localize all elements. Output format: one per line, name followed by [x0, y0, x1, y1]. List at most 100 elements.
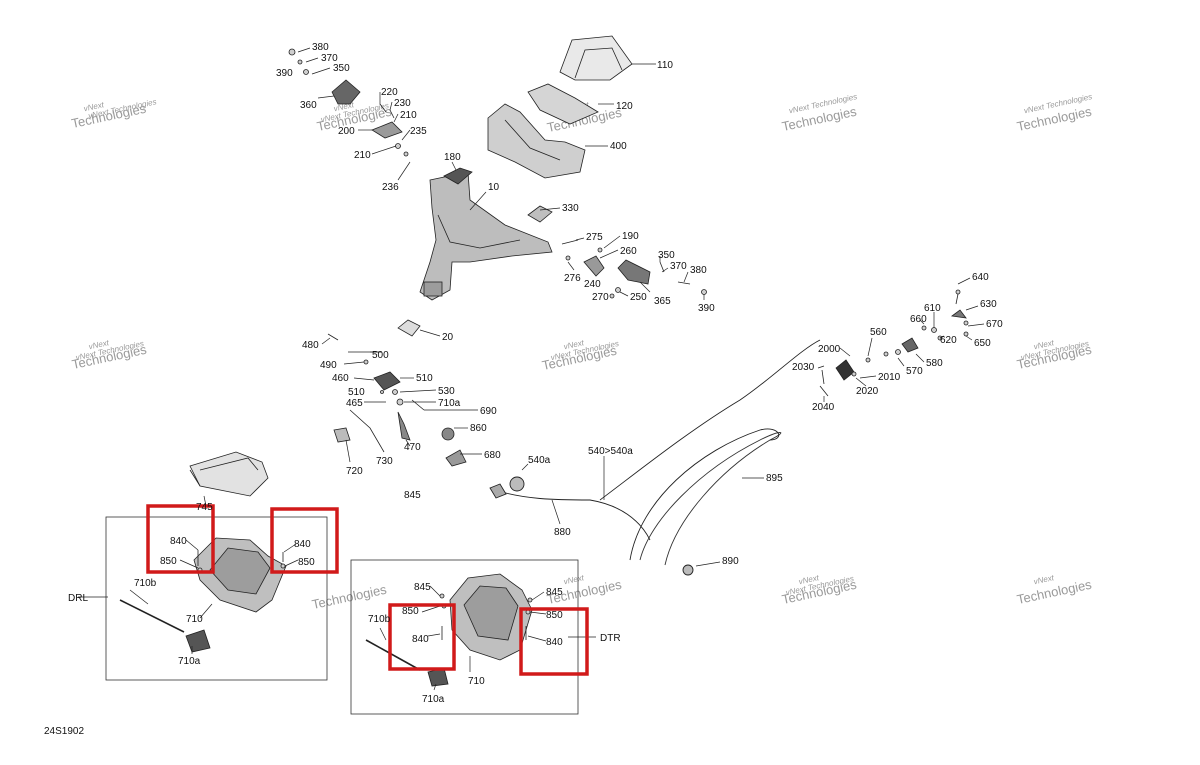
callout-drl: DRL [68, 593, 88, 604]
part-720-part [333, 427, 351, 443]
callout-470: 470 [404, 442, 421, 453]
part-710b-rod-left [119, 599, 185, 633]
part-470-lever [397, 411, 411, 441]
part-710a-boot-left [185, 629, 211, 653]
highlight-boxes [146, 504, 589, 676]
callout-270: 270 [592, 292, 609, 303]
cable-end-hardware [819, 289, 969, 397]
detail-frame-left [105, 516, 328, 681]
part-680-clip [445, 449, 467, 467]
watermark: vNext Technologies [1016, 573, 1094, 607]
highlight-box-2 [270, 507, 339, 574]
callout-890: 890 [722, 556, 739, 567]
callout-2020: 2020 [856, 386, 879, 397]
callout-390: 390 [698, 303, 715, 314]
callout-680: 680 [484, 450, 501, 461]
callout-20: 20 [442, 332, 454, 343]
callout-120: 120 [616, 101, 633, 112]
part-360-lever [331, 79, 361, 105]
part-895-guide [639, 432, 782, 566]
callout-235: 235 [410, 126, 427, 137]
handlebar-assembly [397, 35, 633, 337]
callout-845: 845 [404, 490, 421, 501]
svg-text:vNext: vNext [798, 573, 821, 586]
watermark: vNext Technologies vNext Technologies [70, 97, 157, 131]
callout-dtr: DTR [600, 633, 621, 644]
watermark: vNext Technologies vNext Technologies [71, 338, 149, 372]
svg-text:vNext: vNext [1033, 573, 1056, 586]
callout-260: 260 [620, 246, 637, 257]
highlight-box-4 [519, 607, 589, 676]
callout-620: 620 [940, 335, 957, 346]
callout-510: 510 [416, 373, 433, 384]
part-710b-rod-right [365, 639, 421, 671]
callout-460: 460 [332, 373, 349, 384]
part-745-plate [189, 451, 269, 497]
callout-2040: 2040 [812, 402, 835, 413]
watermark: vNext Technologies vNext Technologies [541, 338, 620, 373]
callout-895: 895 [766, 473, 783, 484]
callout-540-540a: 540>540a [588, 446, 633, 457]
callout-845: 845 [546, 587, 563, 598]
part-180-clamp [443, 167, 473, 185]
callout-365: 365 [654, 296, 671, 307]
diagram-id: 24S1902 [44, 726, 84, 737]
callout-840: 840 [546, 637, 563, 648]
highlight-box-1 [146, 504, 215, 574]
callout-540a: 540a [528, 455, 551, 466]
part-120-panel [527, 83, 599, 125]
leader-lines [78, 47, 985, 691]
footrest-assembly-right [365, 573, 533, 687]
svg-text:Technologies: Technologies [311, 582, 389, 613]
callout-530: 530 [438, 386, 455, 397]
part-110-cover [559, 35, 633, 81]
callout-510: 510 [348, 387, 365, 398]
callout-560: 560 [870, 327, 887, 338]
footrest-assembly-left [119, 451, 287, 653]
svg-text:vNext: vNext [1033, 338, 1056, 351]
callout-380: 380 [690, 265, 707, 276]
watermark: vNext Technologies Technologies [781, 92, 859, 134]
callout-180: 180 [444, 152, 461, 163]
part-200-bracket [371, 121, 403, 139]
part-400-console [487, 103, 586, 179]
callout-840: 840 [294, 539, 311, 550]
part-2000-fitting [835, 359, 855, 381]
part-540a-grommet [509, 476, 525, 492]
callout-730: 730 [376, 456, 393, 467]
callout-110: 110 [657, 60, 673, 71]
callout-690: 690 [480, 406, 497, 417]
callout-710b: 710b [368, 614, 391, 625]
callout-190: 190 [622, 231, 639, 242]
callout-200: 200 [338, 126, 355, 137]
callout-10: 10 [488, 182, 500, 193]
part-20-cap [397, 319, 421, 337]
svg-text:vNext: vNext [563, 338, 586, 351]
callout-860: 860 [470, 423, 487, 434]
callout-250: 250 [630, 292, 647, 303]
callout-370: 370 [321, 53, 338, 64]
callout-610: 610 [924, 303, 941, 314]
callout-480: 480 [302, 340, 319, 351]
watermark: Technologies [311, 582, 389, 613]
callout-630: 630 [980, 299, 997, 310]
part-730-rod [349, 409, 385, 453]
callout-660: 660 [910, 314, 927, 325]
callout-840: 840 [412, 634, 429, 645]
callout-710b: 710b [134, 578, 157, 589]
callout-390: 390 [276, 68, 293, 79]
svg-text:vNext: vNext [563, 573, 586, 586]
watermark: vNext Technologies Technologies [1016, 92, 1094, 134]
callout-710: 710 [186, 614, 203, 625]
callout-230: 230 [394, 98, 411, 109]
callout-490: 490 [320, 360, 337, 371]
callout-360: 360 [300, 100, 317, 111]
callout-465: 465 [346, 398, 363, 409]
callout-330: 330 [562, 203, 579, 214]
callout-840: 840 [170, 536, 187, 547]
part-460-bracket [373, 371, 401, 391]
callout-570: 570 [906, 366, 923, 377]
part-10-steering-column [419, 171, 553, 301]
part-330-bracket [527, 205, 553, 223]
